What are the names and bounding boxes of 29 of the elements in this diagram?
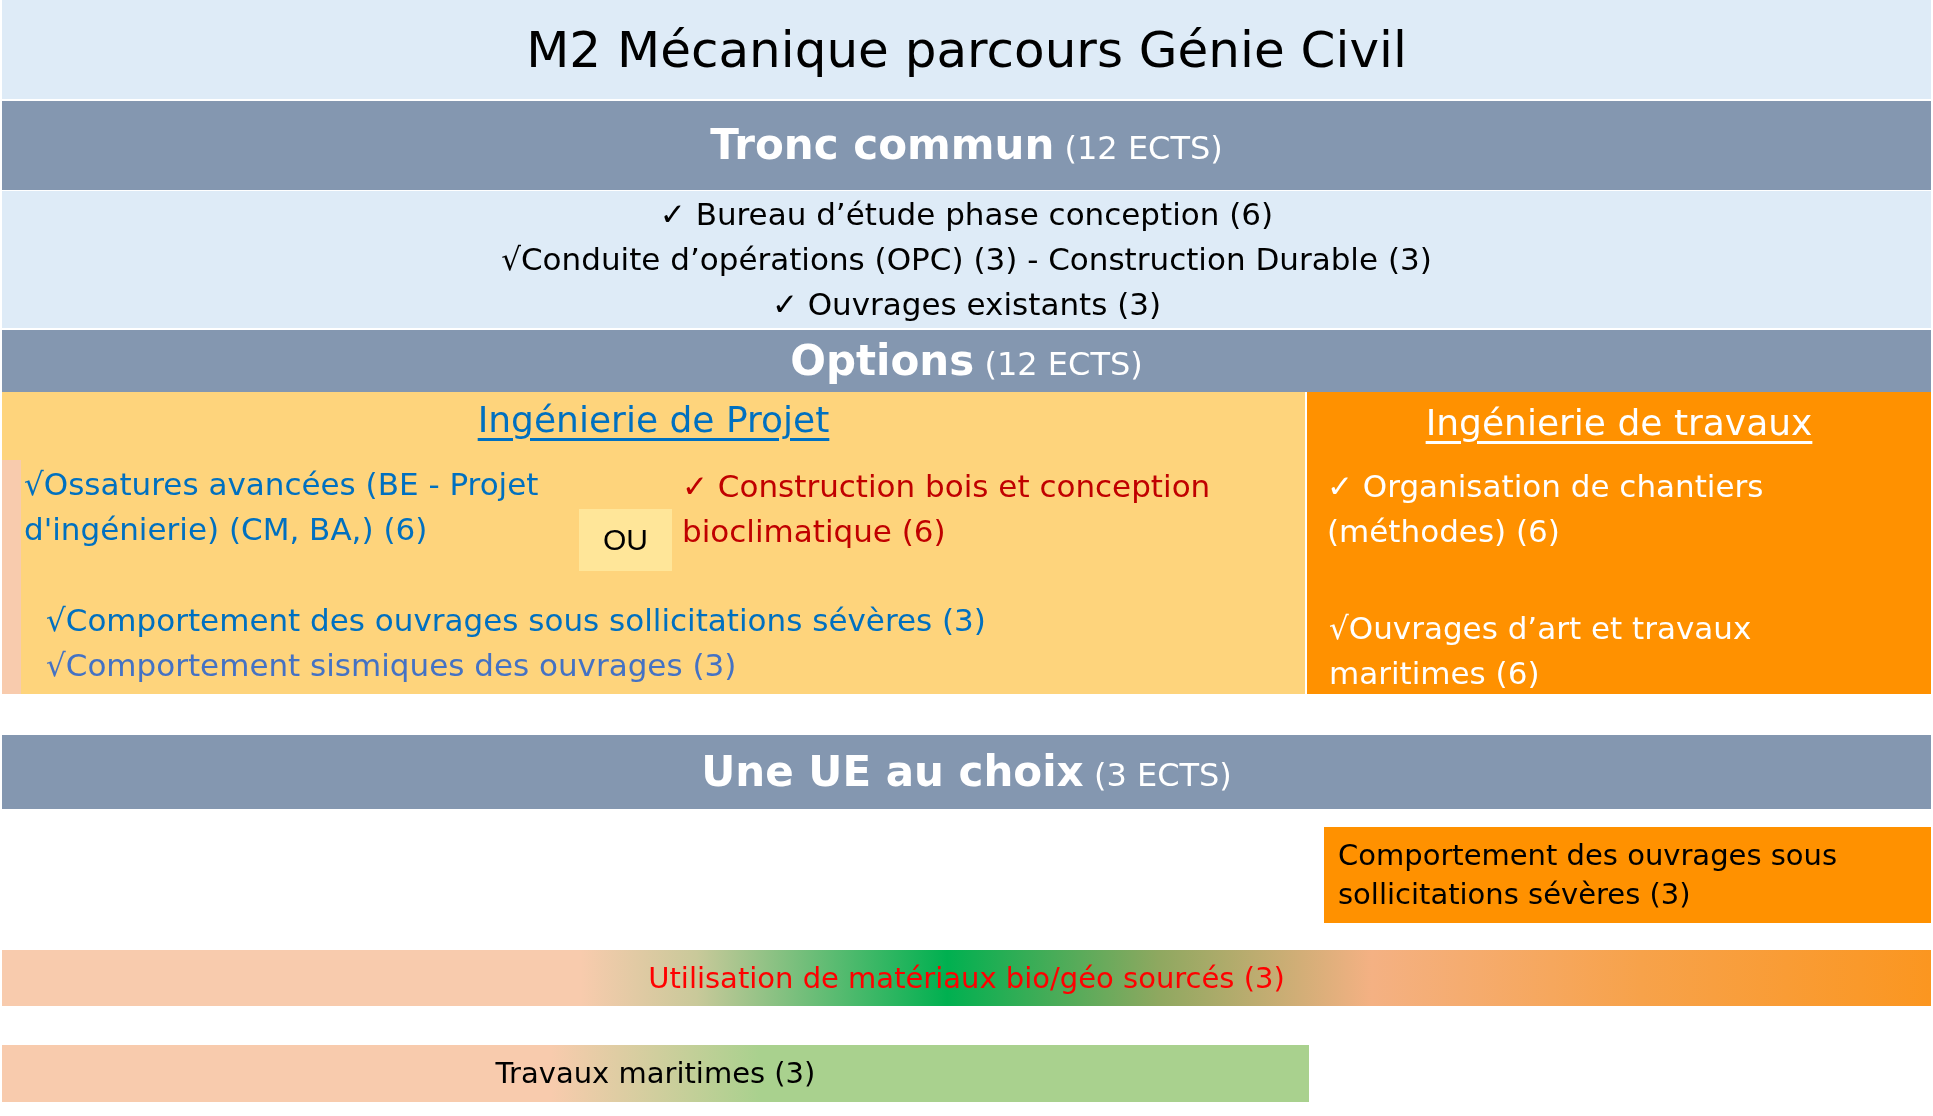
choice-separator-tile	[579, 509, 672, 571]
section-heading: Tronc commun (12 ECTS)	[710, 119, 1223, 172]
elective-card	[1324, 827, 1931, 923]
option-panel	[1307, 392, 1931, 694]
section-header-band	[2, 735, 1931, 809]
option-heading: Ingénierie de travaux	[1425, 401, 1813, 445]
section-heading: Options (12 ECTS)	[790, 334, 1143, 387]
course-item: ✓ Bureau d’étude phase conception (6)	[659, 195, 1274, 234]
course-item: Travaux maritimes (3)	[495, 1055, 816, 1092]
course-item: √Comportement sismiques des ouvrages (3)	[46, 646, 737, 685]
elective-bar	[2, 950, 1931, 1006]
separator-word: OU	[603, 522, 648, 558]
section-heading: Une UE au choix (3 ECTS)	[701, 745, 1232, 798]
course-list-band	[2, 191, 1931, 328]
course-item: √Ossatures avancées (BE - Projet d'ingénierie) (CM, BA,) (6)	[24, 465, 540, 549]
course-item: √Conduite d’opérations (OPC) (3) - Construction Durable (3)	[501, 240, 1432, 279]
diagram-title: M2 Mécanique parcours Génie Civil	[526, 19, 1407, 80]
option-heading: Ingénierie de Projet	[477, 398, 830, 442]
course-item: ✓ Organisation de chantiers (méthodes) (6)	[1327, 467, 1765, 551]
course-item: Comportement des ouvrages sous sollicitations sévères (3)	[1338, 837, 1839, 913]
course-item: ✓ Ouvrages existants (3)	[771, 285, 1162, 324]
course-item: Utilisation de matériaux bio/géo sourcés (3)	[648, 959, 1285, 997]
section-header-band	[2, 101, 1931, 190]
course-item: √Comportement des ouvrages sous sollicitations sévères (3)	[46, 601, 986, 640]
section-header-band	[2, 330, 1931, 392]
course-item: ✓ Construction bois et conception bioclimatique (6)	[682, 467, 1212, 551]
course-item: √Ouvrages d’art et travaux maritimes (6)	[1329, 609, 1753, 693]
option-panel	[2, 392, 1305, 694]
elective-bar	[2, 1045, 1309, 1102]
